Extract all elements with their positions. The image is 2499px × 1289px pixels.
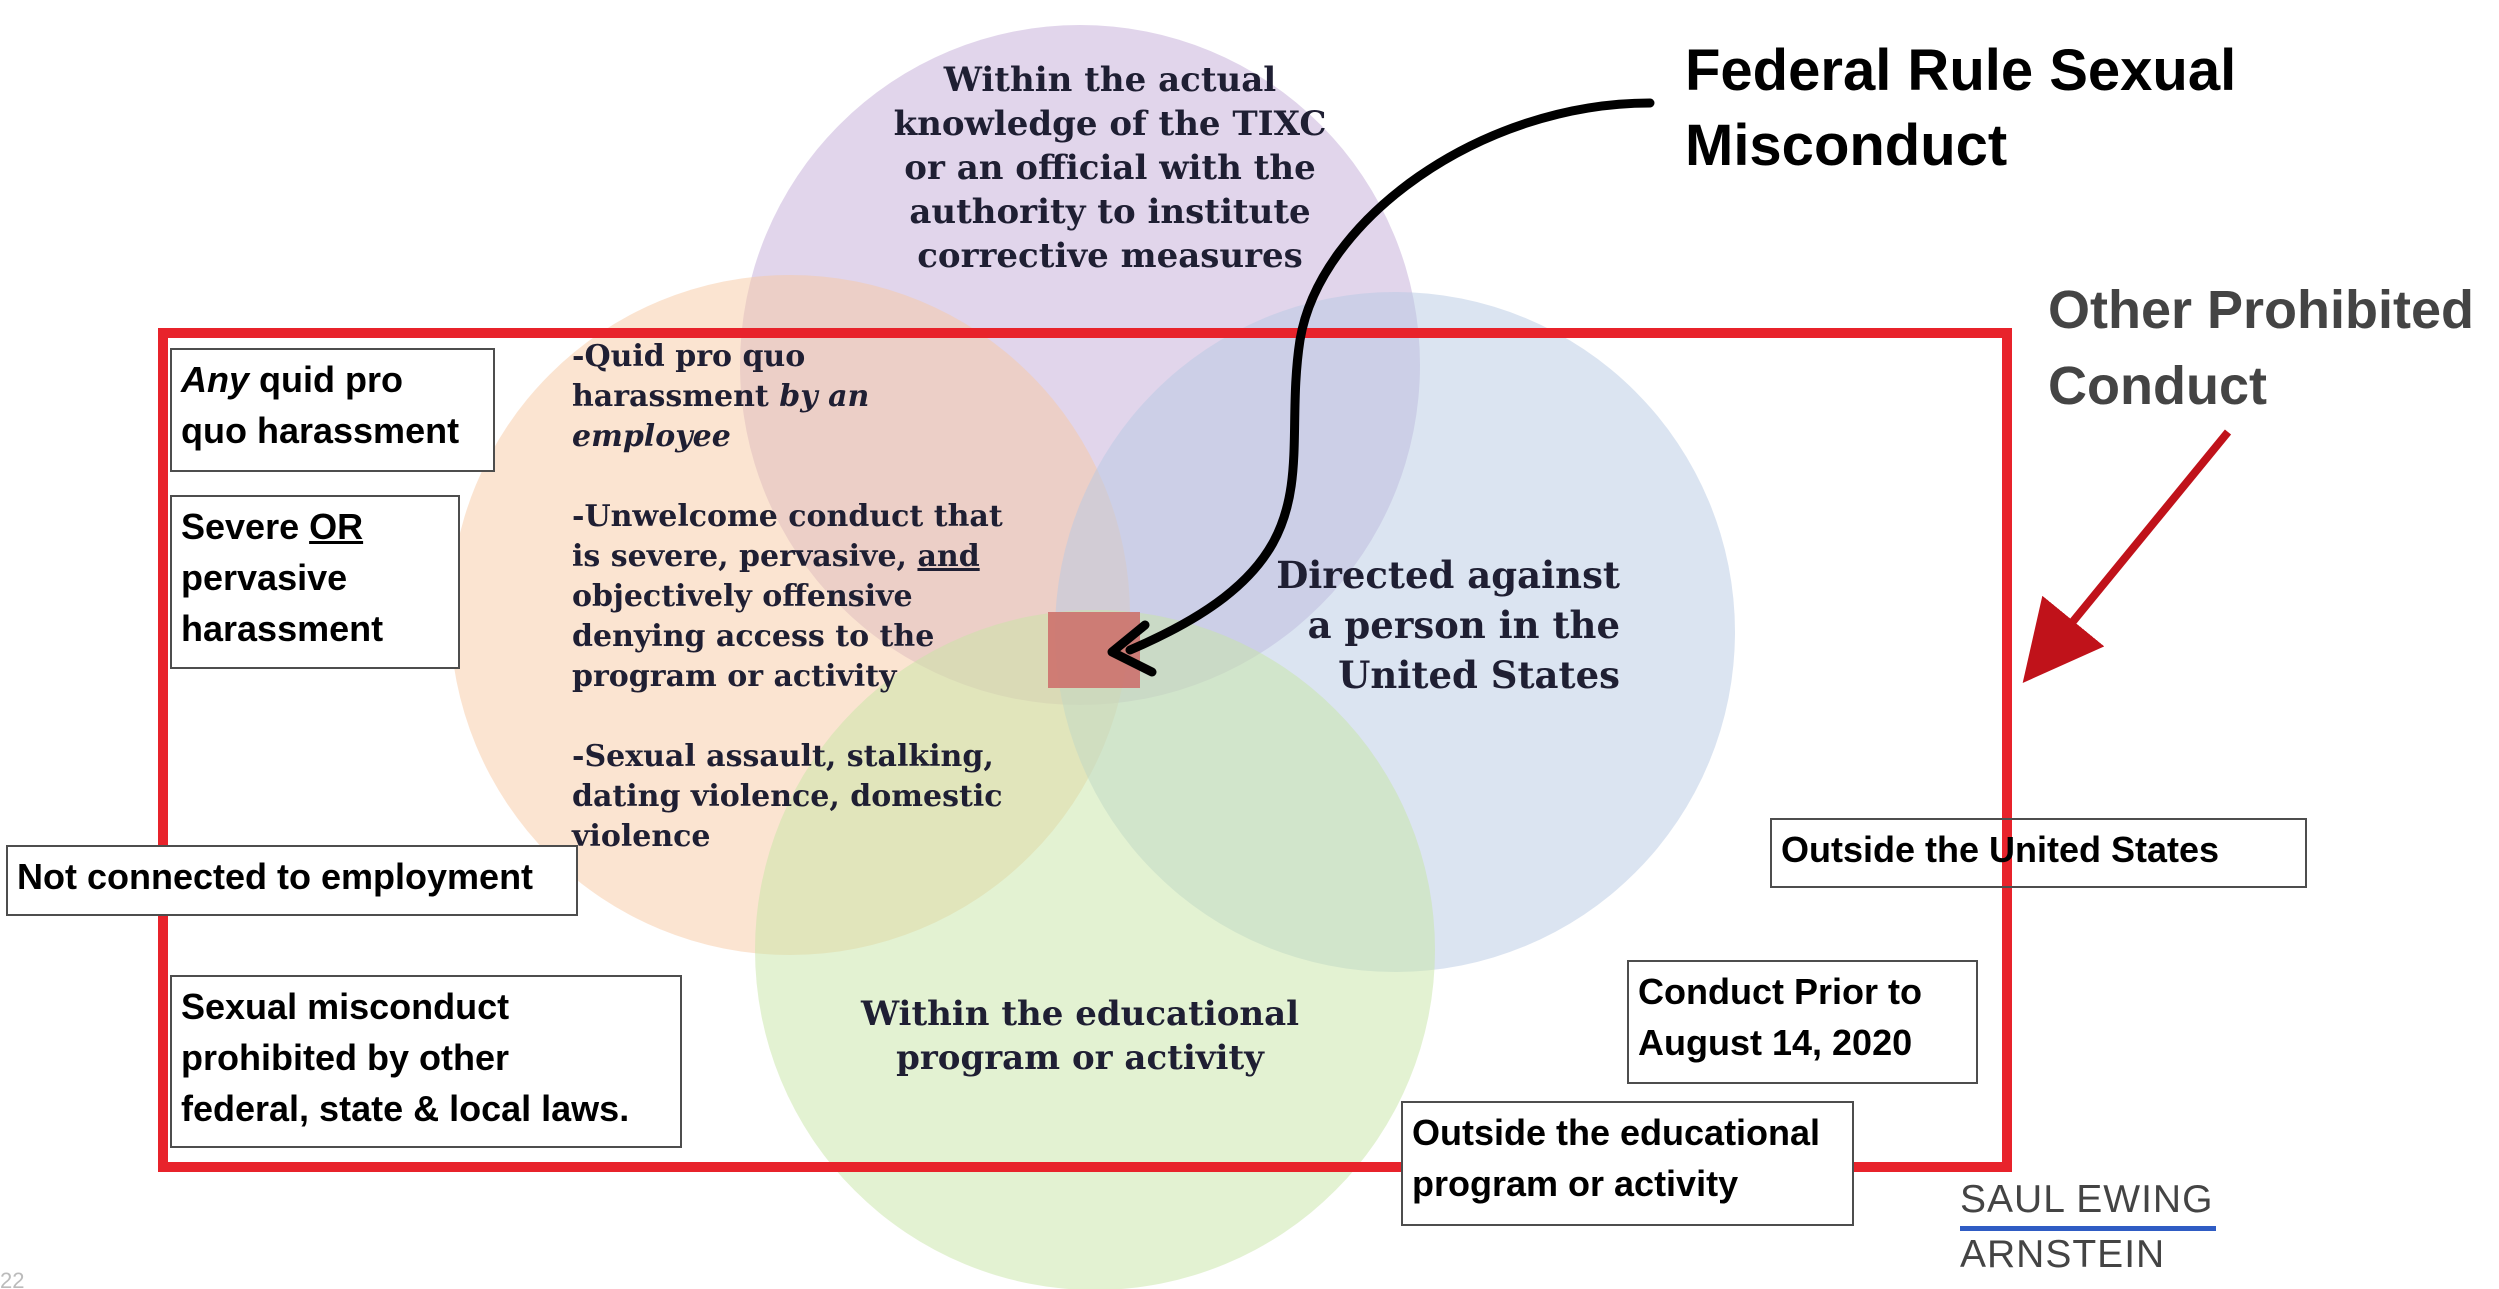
outside-educational-program-box: Outside the educational program or activ… — [1401, 1101, 1854, 1226]
logo-line: SAUL EWING — [1960, 1176, 2216, 1231]
criteria-emphasis: employee — [572, 419, 731, 454]
criteria-line: dating violence, domestic — [572, 779, 1003, 814]
criteria-line: program or activity — [572, 659, 897, 694]
page-number: 22 — [0, 1268, 25, 1289]
criteria-line: -Unwelcome conduct that — [572, 499, 1003, 534]
logo-line: ARNSTEIN — [1960, 1233, 2166, 1276]
any-quid-pro-quo-box: Any quid pro quo harassment — [170, 348, 495, 472]
severe-or-pervasive-box: Severe OR pervasive harassment — [170, 495, 460, 669]
criteria-text: harassment — [572, 379, 780, 414]
right-circle-line: a person in the — [1307, 603, 1620, 647]
box-text: Not connected to employment — [17, 856, 534, 897]
box-text: program or activity — [1412, 1163, 1739, 1204]
criteria-sexual-assault: -Sexual assault, stalking, dating violen… — [572, 737, 1042, 857]
intersection-marker — [1048, 612, 1140, 688]
criteria-line: objectively offensive — [572, 579, 913, 614]
box-emphasis: Any — [181, 359, 250, 400]
federal-rule-heading: Federal Rule Sexual Misconduct — [1685, 33, 2236, 183]
box-text: Sexual misconduct — [181, 986, 510, 1027]
top-circle-line: or an official with the — [904, 148, 1316, 188]
other-conduct-arrow — [2022, 429, 2232, 683]
box-text: prohibited by other — [181, 1037, 509, 1078]
criteria-emphasis: by an — [779, 379, 870, 414]
top-circle-line: corrective measures — [917, 236, 1303, 276]
top-circle-line: Within the actual — [943, 60, 1277, 100]
box-text: federal, state & local laws. — [181, 1088, 630, 1129]
box-text: quo harassment — [181, 410, 460, 451]
federal-rule-arrowhead — [1107, 620, 1157, 677]
criteria-quid-pro-quo: -Quid pro quo harassment by an employee — [572, 337, 1042, 457]
right-circle-line: Directed against — [1276, 553, 1620, 597]
criteria-line: -Quid pro quo — [572, 339, 806, 374]
outside-united-states-box: Outside the United States — [1770, 818, 2307, 888]
heading-line: Federal Rule Sexual — [1685, 38, 2237, 103]
box-text: pervasive — [181, 557, 348, 598]
other-conduct-frame — [158, 328, 2012, 1172]
bottom-circle — [755, 610, 1435, 1289]
heading-line: Misconduct — [1685, 113, 2008, 178]
top-circle-label: Within the actual knowledge of the TIXC … — [830, 58, 1390, 278]
criteria-unwelcome-conduct: -Unwelcome conduct that is severe, perva… — [572, 497, 1042, 697]
top-circle-line: authority to institute — [909, 192, 1311, 232]
criteria-line: -Sexual assault, stalking, — [572, 739, 994, 774]
heading-line: Conduct — [2048, 356, 2267, 416]
box-text: Conduct Prior to — [1638, 971, 1922, 1012]
criteria-underline: and — [917, 539, 980, 574]
box-text: harassment — [181, 608, 384, 649]
right-circle-line: United States — [1338, 653, 1620, 697]
box-text: Severe — [181, 506, 310, 547]
other-laws-misconduct-box: Sexual misconduct prohibited by other fe… — [170, 975, 682, 1148]
criteria-line: is severe, pervasive, and — [572, 537, 1042, 577]
top-circle-line: knowledge of the TIXC — [893, 104, 1327, 144]
bottom-circle-line: Within the educational — [860, 994, 1300, 1034]
other-prohibited-heading: Other Prohibited Conduct — [2048, 272, 2474, 424]
not-connected-to-employment-box: Not connected to employment — [6, 845, 578, 916]
right-circle-label: Directed against a person in the United … — [1240, 550, 1620, 700]
conduct-prior-date-box: Conduct Prior to August 14, 2020 — [1627, 960, 1978, 1084]
criteria-text: is severe, pervasive, — [572, 539, 918, 574]
box-text: Outside the educational — [1412, 1112, 1821, 1153]
criteria-line: denying access to the — [572, 619, 935, 654]
bottom-circle-label: Within the educational program or activi… — [850, 992, 1310, 1080]
box-underline: OR — [309, 506, 364, 547]
bottom-circle-line: program or activity — [896, 1038, 1264, 1078]
box-text: quid pro — [249, 359, 403, 400]
federal-criteria-list: -Quid pro quo harassment by an employee … — [572, 337, 1042, 897]
federal-rule-arrow — [1125, 98, 1655, 655]
criteria-line: violence — [572, 819, 711, 854]
box-text: August 14, 2020 — [1638, 1022, 1913, 1063]
heading-line: Other Prohibited — [2048, 280, 2475, 340]
saul-ewing-arnstein-logo: SAUL EWING ARNSTEIN — [1960, 1176, 2216, 1279]
criteria-line: harassment by an — [572, 377, 1042, 417]
box-text: Outside the United States — [1781, 829, 2220, 870]
